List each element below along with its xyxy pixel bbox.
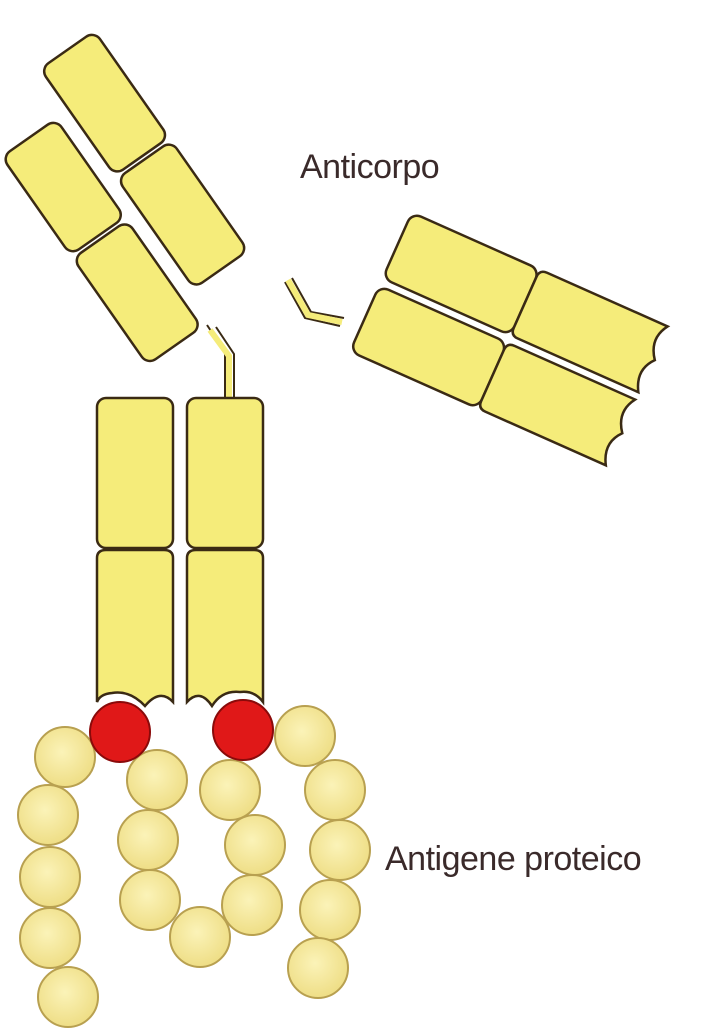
antibody-domain xyxy=(97,398,173,548)
fab-arm-lower xyxy=(97,398,263,706)
amino-acid-bead xyxy=(18,785,78,845)
amino-acid-bead xyxy=(127,750,187,810)
antigen-binding-domain xyxy=(97,550,173,706)
fab-arm-right xyxy=(350,213,669,467)
protein-antigen-chain xyxy=(18,706,370,1027)
amino-acid-bead xyxy=(200,760,260,820)
amino-acid-bead xyxy=(20,908,80,968)
antibody-domain xyxy=(187,398,263,548)
amino-acid-bead xyxy=(38,967,98,1027)
amino-acid-bead xyxy=(275,706,335,766)
amino-acid-bead xyxy=(300,880,360,940)
amino-acid-bead xyxy=(118,810,178,870)
antigen-binding-domain xyxy=(187,550,263,706)
amino-acid-bead xyxy=(305,760,365,820)
fab-arm-upper-left xyxy=(0,31,269,365)
epitope-bead xyxy=(213,700,273,760)
amino-acid-bead xyxy=(222,875,282,935)
amino-acid-bead xyxy=(20,847,80,907)
antibody-label: Anticorpo xyxy=(300,148,439,187)
amino-acid-bead xyxy=(288,938,348,998)
amino-acid-bead xyxy=(120,870,180,930)
amino-acid-bead xyxy=(310,820,370,880)
amino-acid-bead xyxy=(35,727,95,787)
epitope-bead xyxy=(90,702,150,762)
antigen-label: Antigene proteico xyxy=(385,840,641,879)
amino-acid-bead xyxy=(170,907,230,967)
amino-acid-bead xyxy=(225,815,285,875)
